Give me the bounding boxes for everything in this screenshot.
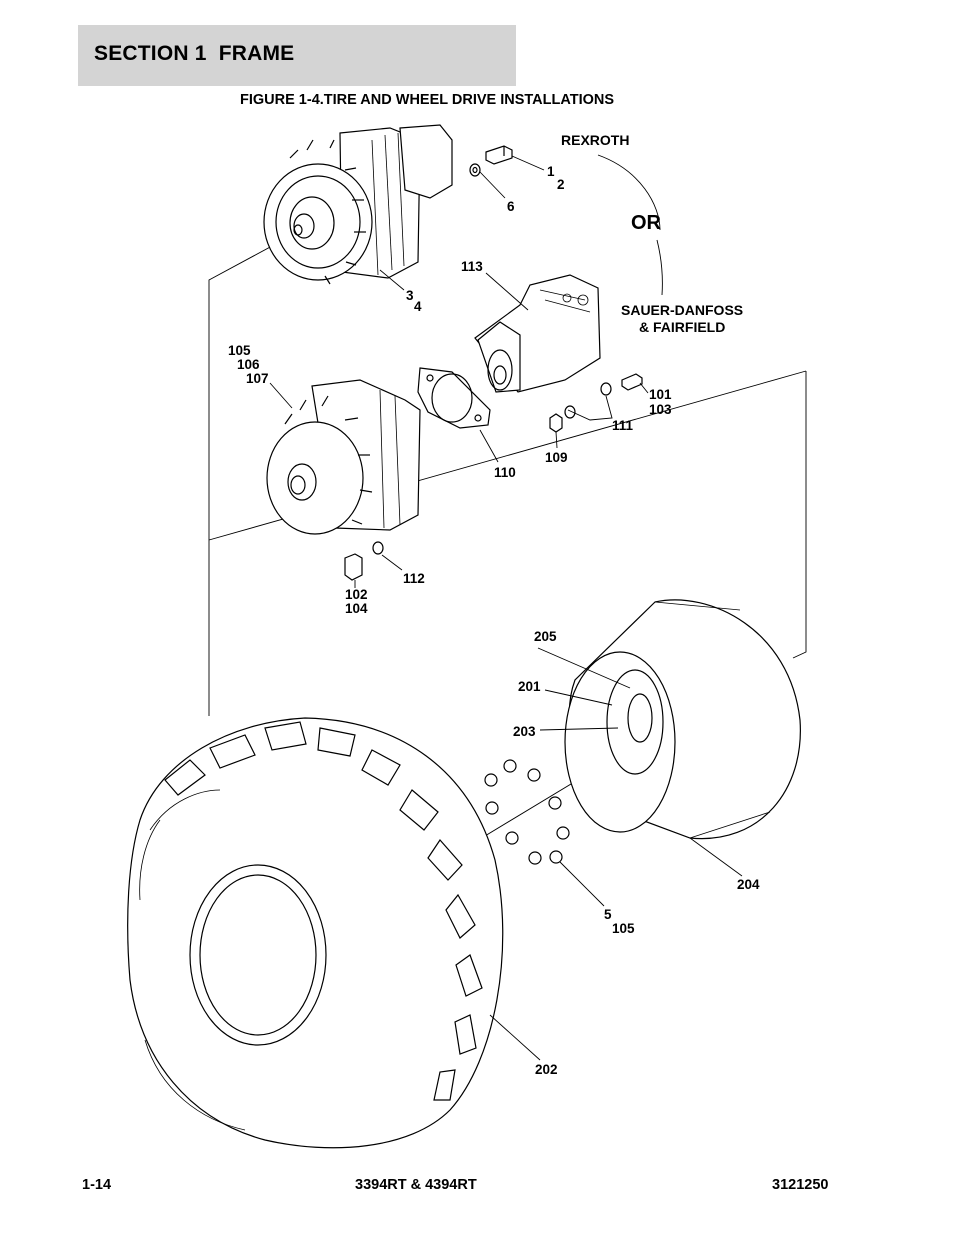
bolt-and-washer-set <box>469 145 513 177</box>
tire <box>127 717 504 1149</box>
page-number: 1-14 <box>82 1177 112 1193</box>
brand-or: OR <box>631 212 662 234</box>
callout-2: 2 <box>557 177 565 192</box>
lug-nuts <box>484 759 570 865</box>
figure-title: FIGURE 1-4.TIRE AND WHEEL DRIVE INSTALLA… <box>240 92 615 108</box>
callout-110: 110 <box>494 465 516 480</box>
section-banner: SECTION 1 FRAME <box>78 25 516 86</box>
brand-labels: REXROTH OR SAUER-DANFOSS & FAIRFIELD <box>561 132 743 335</box>
model-name: 3394RT & 4394RT <box>355 1177 477 1193</box>
callout-104: 104 <box>345 601 368 616</box>
callout-203: 203 <box>513 724 536 739</box>
callout-204: 204 <box>737 877 760 892</box>
callout-5: 5 <box>604 907 612 922</box>
section-title: SECTION 1 FRAME <box>94 42 295 65</box>
callout-109: 109 <box>545 450 568 465</box>
gasket <box>417 367 491 429</box>
callout-4: 4 <box>414 299 422 314</box>
callout-103: 103 <box>649 402 672 417</box>
callout-leaders <box>269 154 743 1061</box>
document-number: 3121250 <box>772 1177 829 1193</box>
callout-102: 102 <box>345 587 368 602</box>
callout-111: 111 <box>612 418 634 433</box>
callout-113: 113 <box>461 259 483 274</box>
fairfield-drive-hub <box>266 379 421 535</box>
callout-labels: 1 2 6 3 4 113 105 106 107 101 103 111 10… <box>228 164 760 1077</box>
callout-106: 106 <box>237 357 260 372</box>
callout-202: 202 <box>535 1062 558 1077</box>
brand-sauer-danfoss: SAUER-DANFOSS <box>621 302 743 318</box>
callout-112: 112 <box>403 571 425 586</box>
callout-201: 201 <box>518 679 541 694</box>
callout-101: 101 <box>649 387 672 402</box>
drive-motor <box>474 274 601 393</box>
callout-6: 6 <box>507 199 515 214</box>
callout-107: 107 <box>246 371 269 386</box>
brand-fairfield: & FAIRFIELD <box>639 319 725 335</box>
callout-3: 3 <box>406 288 414 303</box>
callout-105: 105 <box>228 343 251 358</box>
callout-1: 1 <box>547 164 555 179</box>
callout-105-lug: 105 <box>612 921 635 936</box>
wheel-rim <box>564 599 801 840</box>
rexroth-drive-hub <box>263 124 453 285</box>
brand-rexroth: REXROTH <box>561 132 629 148</box>
callout-205: 205 <box>534 629 557 644</box>
motor-hardware <box>344 373 643 581</box>
